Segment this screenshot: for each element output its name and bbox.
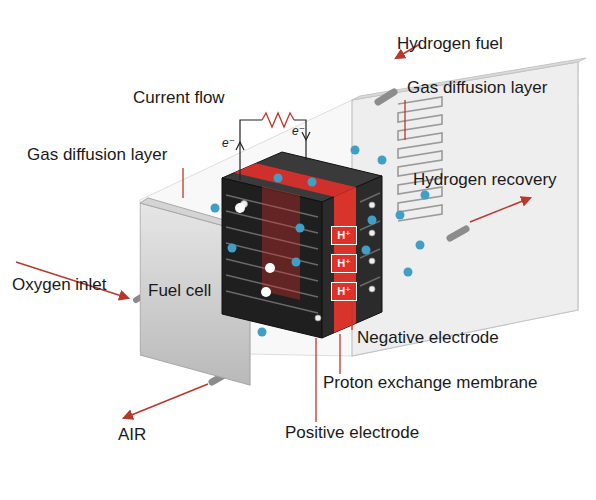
stack-groove bbox=[360, 193, 380, 286]
terminal bbox=[241, 201, 376, 322]
proton-box: H⁺ bbox=[331, 226, 357, 245]
resistor-symbol bbox=[262, 113, 294, 127]
membrane-band bbox=[234, 163, 356, 197]
part-label: Positive electrode bbox=[285, 423, 419, 443]
oxygen-molecule bbox=[265, 263, 275, 273]
hydrogen-molecule bbox=[416, 241, 425, 250]
hydrogen-molecule bbox=[296, 224, 305, 233]
leader-line bbox=[351, 300, 352, 330]
hydrogen-molecule bbox=[351, 146, 360, 155]
anode-plate-edge bbox=[352, 58, 586, 100]
part-label: Gas diffusion layer bbox=[407, 78, 547, 98]
plate-edge bbox=[140, 198, 252, 233]
part-label: Proton exchange membrane bbox=[323, 373, 538, 393]
flow-arrow bbox=[124, 384, 208, 418]
proton-box: H⁺ bbox=[331, 282, 357, 301]
oxygen-molecule bbox=[235, 203, 245, 213]
flow-channel bbox=[398, 97, 442, 221]
hydrogen-molecule bbox=[362, 246, 371, 255]
leader-line bbox=[404, 100, 405, 140]
part-label: AIR bbox=[118, 425, 146, 445]
ion-symbol: H⁺ bbox=[337, 229, 351, 242]
hydrogen-molecule bbox=[368, 216, 377, 225]
anode-plate bbox=[352, 62, 578, 356]
hydrogen-inlet-pipe bbox=[378, 92, 394, 102]
stack-side bbox=[322, 176, 382, 338]
electron-label: e⁻ bbox=[222, 136, 235, 150]
stack-top bbox=[222, 152, 382, 202]
part-label: Hydrogen recovery bbox=[413, 170, 557, 190]
hydrogen-molecule bbox=[292, 258, 301, 267]
cathode-plate: Fuel cell bbox=[140, 195, 252, 387]
part-label: Hydrogen fuel bbox=[397, 34, 503, 54]
circuit-wire bbox=[240, 120, 262, 180]
water-molecule bbox=[258, 328, 267, 337]
membrane-glow bbox=[262, 186, 300, 300]
part-label: Gas diffusion layer bbox=[27, 145, 167, 165]
hydrogen-outlet-pipe bbox=[450, 229, 466, 238]
oxygen-molecule bbox=[211, 204, 220, 213]
electron-arrow bbox=[236, 142, 244, 150]
hydrogen-molecule bbox=[404, 268, 413, 277]
plate-face bbox=[140, 203, 250, 385]
hydrogen-molecule bbox=[421, 191, 430, 200]
flow-arrow bbox=[470, 198, 530, 222]
part-label: Current flow bbox=[133, 88, 225, 108]
leader-line bbox=[339, 334, 340, 374]
hydrogen-molecule bbox=[308, 178, 317, 187]
hydrogen-molecule bbox=[378, 156, 387, 165]
component-name: Fuel cell bbox=[148, 281, 211, 301]
oxygen-molecule bbox=[261, 287, 271, 297]
part-label: Oxygen inlet bbox=[12, 275, 107, 295]
ion-symbol: H⁺ bbox=[337, 257, 351, 270]
part-label: Negative electrode bbox=[357, 328, 499, 348]
hydrogen-molecule bbox=[274, 174, 283, 183]
leader-line bbox=[182, 168, 183, 198]
ion-symbol: H⁺ bbox=[337, 285, 351, 298]
hydrogen-molecule bbox=[396, 211, 405, 220]
leader-line bbox=[315, 338, 316, 422]
electron-label: e⁻ bbox=[292, 124, 305, 138]
proton-box: H⁺ bbox=[331, 254, 357, 273]
